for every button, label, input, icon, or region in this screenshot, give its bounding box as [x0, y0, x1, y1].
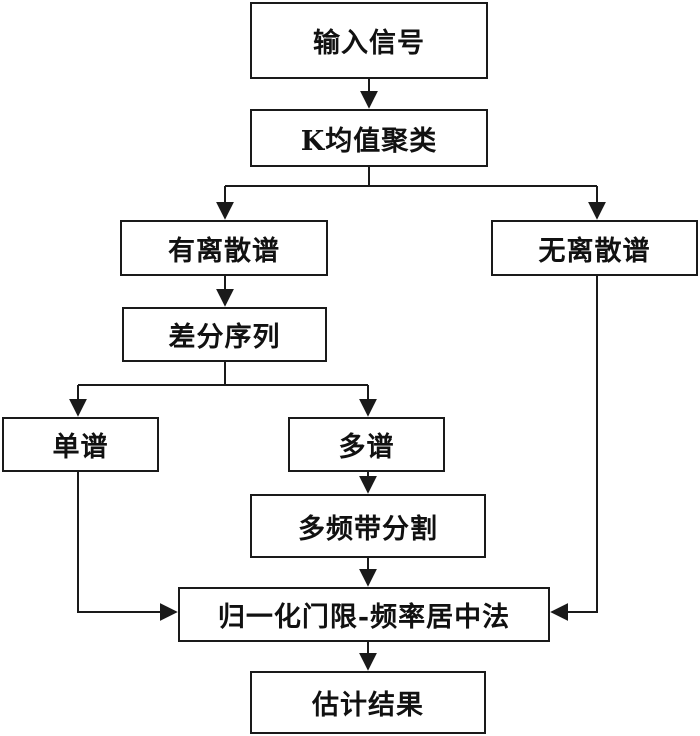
- node-estimation-result: 估计结果: [250, 671, 486, 734]
- arrow-single-to-threshold: [77, 471, 178, 621]
- node-single-spectrum: 单谱: [2, 417, 159, 472]
- node-has-discrete-spectrum: 有离散谱: [120, 220, 328, 276]
- node-multi-spectrum: 多谱: [288, 417, 445, 472]
- node-input-signal: 输入信号: [250, 2, 488, 79]
- arrow-no-discrete-to-threshold: [550, 275, 598, 621]
- node-multiband-split: 多频带分割: [250, 494, 486, 558]
- node-kmeans-clustering: K均值聚类: [250, 109, 488, 167]
- node-no-discrete-spectrum: 无离散谱: [491, 220, 698, 276]
- node-difference-sequence: 差分序列: [122, 307, 327, 362]
- node-normalized-threshold-freq-centering: 归一化门限-频率居中法: [178, 587, 550, 642]
